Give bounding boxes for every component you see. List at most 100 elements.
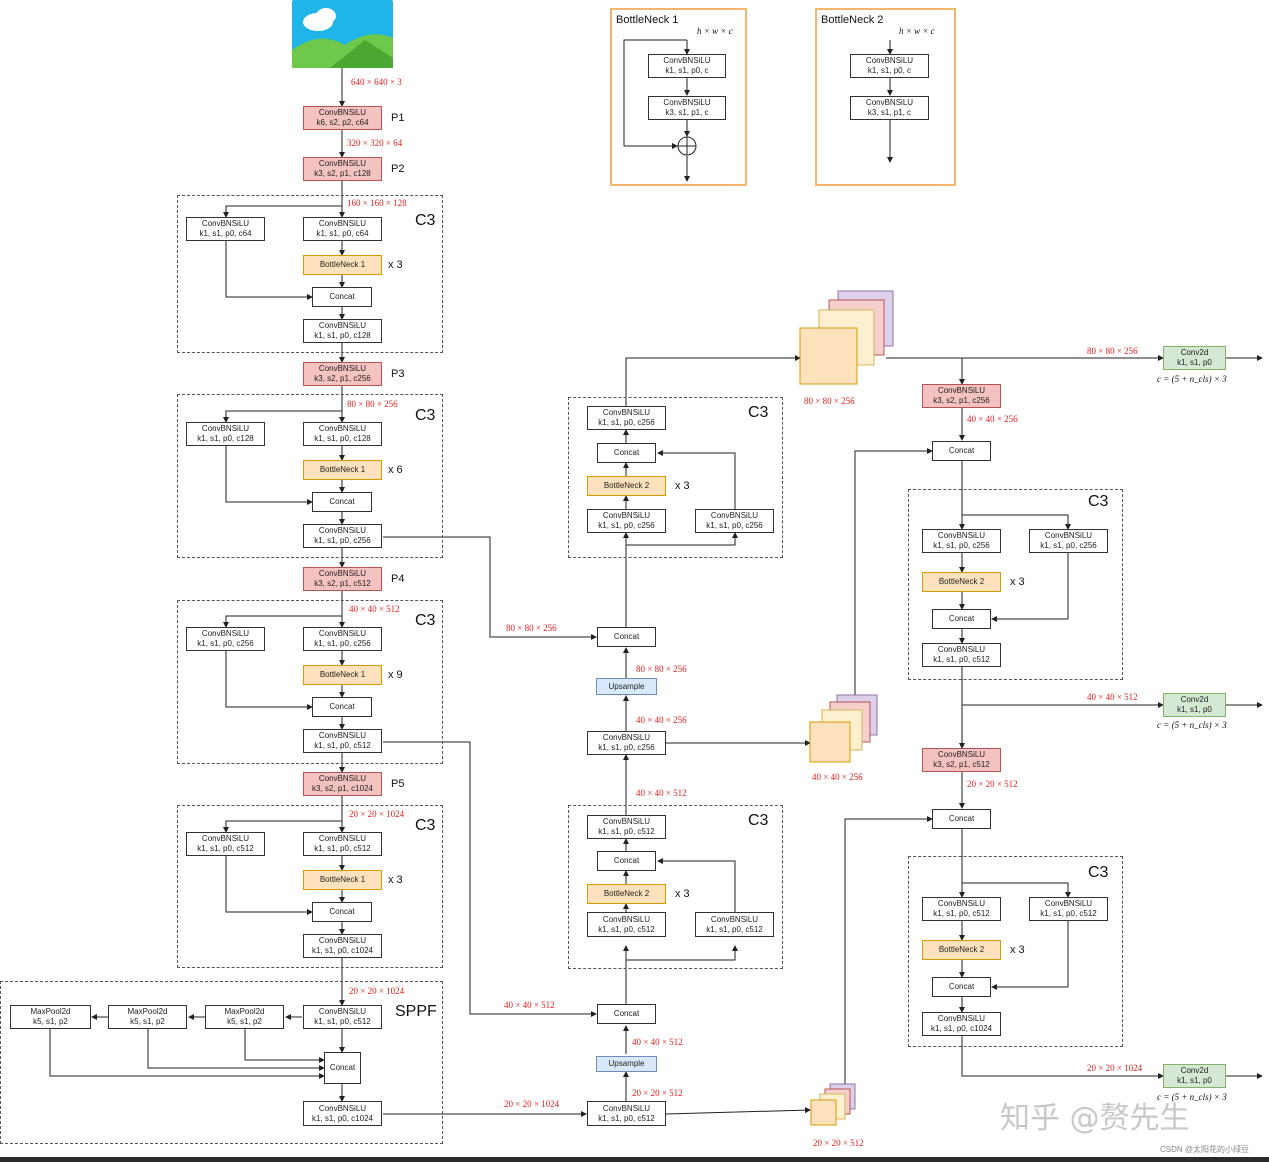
c3-group-2 bbox=[177, 394, 443, 558]
head3-formula: c = (5 + n_cls) × 3 bbox=[1157, 1092, 1227, 1102]
c3-group-3 bbox=[177, 600, 443, 764]
c3-group-neck-1 bbox=[568, 397, 783, 558]
block-r8-cat: Concat bbox=[932, 977, 991, 997]
watermark: 知乎 @赘先生 bbox=[1000, 1101, 1190, 1136]
block-params: k1, s1, p0, c bbox=[867, 66, 912, 75]
dim-160: 160 × 160 × 128 bbox=[347, 198, 407, 208]
block-title: BottleNeck 2 bbox=[938, 577, 985, 586]
block-r8-bn: BottleNeck 2 bbox=[922, 940, 1001, 960]
label-p2: P2 bbox=[391, 163, 405, 175]
c3-group-pan-1 bbox=[908, 489, 1123, 680]
dim-20-sppf: 20 × 20 × 1024 bbox=[349, 986, 405, 996]
block-params: k1, s1, p0, c256 bbox=[197, 639, 254, 648]
block-title: Upsample bbox=[608, 1059, 645, 1068]
c3-group-pan-2 bbox=[908, 856, 1123, 1047]
block-params: k3, s2, p1, c256 bbox=[314, 374, 371, 383]
block-r7-cat: Concat bbox=[932, 609, 991, 629]
label-c3-3: C3 bbox=[415, 612, 436, 629]
block-params: k3, s1, p1, c bbox=[867, 108, 912, 117]
block-title: Concat bbox=[329, 702, 355, 711]
block-c31-cat: Concat bbox=[312, 287, 372, 307]
bottleneck2-title: BottleNeck 2 bbox=[821, 14, 884, 26]
block-title: Concat bbox=[948, 446, 975, 455]
dim-neck-20-1024: 20 × 20 × 1024 bbox=[504, 1099, 560, 1109]
block-title: BottleNeck 1 bbox=[319, 875, 366, 884]
block-params: k1, s1, p0, c512 bbox=[933, 655, 990, 664]
dim-featuremap-40: 40 × 40 × 256 bbox=[812, 772, 863, 782]
block-sp-cat: Concat bbox=[324, 1052, 361, 1084]
dim-neck-40-512-a: 40 × 40 × 512 bbox=[632, 1037, 683, 1047]
block-title: ConvBNSiLU bbox=[710, 914, 759, 924]
block-title: MaxPool2d bbox=[224, 1007, 265, 1016]
dim-right-40-256: 40 × 40 × 256 bbox=[967, 414, 1018, 424]
label-c3-2: C3 bbox=[415, 407, 436, 424]
dim-featuremap-80: 80 × 80 × 256 bbox=[804, 396, 855, 406]
block-params: k6, s2, p2, c64 bbox=[316, 118, 369, 127]
block-title: Concat bbox=[329, 497, 355, 506]
block-params: k1, s1, p0 bbox=[1177, 705, 1212, 714]
dim-80: 80 × 80 × 256 bbox=[347, 399, 398, 409]
block-r-cat2: Concat bbox=[932, 809, 991, 829]
block-params: k1, s1, p0, c128 bbox=[197, 434, 254, 443]
block-title: ConvBNSiLU bbox=[318, 108, 367, 117]
block-n-cat2: Concat bbox=[597, 627, 656, 647]
block-title: ConvBNSiLU bbox=[318, 936, 367, 945]
block-title: ConvBNSiLU bbox=[602, 817, 651, 826]
head1-formula: c = (5 + n_cls) × 3 bbox=[1157, 374, 1227, 384]
label-repeat-6: x 3 bbox=[675, 888, 690, 900]
sppf-group bbox=[0, 981, 443, 1144]
block-title: ConvBNSiLU bbox=[937, 750, 986, 759]
block-title: Conv2d bbox=[1180, 695, 1209, 704]
block-title: ConvBNSiLU bbox=[937, 386, 986, 395]
block-params: k5, s1, p2 bbox=[130, 1017, 165, 1026]
block-title: Concat bbox=[613, 856, 640, 865]
block-title: Concat bbox=[613, 448, 640, 457]
dim-320: 320 × 320 × 64 bbox=[347, 138, 403, 148]
block-params: k1, s1, p0, c256 bbox=[1040, 541, 1097, 550]
block-c34-cat: Concat bbox=[312, 902, 372, 922]
bottleneck1-title: BottleNeck 1 bbox=[616, 14, 679, 26]
label-p4: P4 bbox=[391, 573, 405, 585]
label-repeat-5: x 3 bbox=[675, 480, 690, 492]
feature-map-20 bbox=[810, 1083, 856, 1126]
block-params: k1, s1, p0, c512 bbox=[314, 844, 371, 853]
head2-formula: c = (5 + n_cls) × 3 bbox=[1157, 720, 1227, 730]
c3-group-4 bbox=[177, 805, 443, 968]
dim-right-40-512: 40 × 40 × 512 bbox=[1087, 692, 1138, 702]
label-repeat-7: x 3 bbox=[1010, 576, 1025, 588]
block-title: Concat bbox=[948, 982, 975, 991]
block-title: ConvBNSiLU bbox=[937, 531, 986, 540]
block-params: k3, s2, p1, c1024 bbox=[312, 784, 373, 793]
block-title: ConvBNSiLU bbox=[318, 731, 367, 740]
block-title: ConvBNSiLU bbox=[602, 408, 651, 417]
block-title: ConvBNSiLU bbox=[318, 159, 367, 168]
label-c3-pan-1: C3 bbox=[1088, 493, 1109, 510]
block-params: k1, s1, p0, c256 bbox=[314, 639, 371, 648]
block-title: ConvBNSiLU bbox=[318, 834, 367, 843]
block-params: k1, s1, p0 bbox=[1177, 358, 1212, 367]
block-params: k1, s1, p0 bbox=[1177, 1076, 1212, 1085]
block-title: ConvBNSiLU bbox=[937, 1014, 986, 1023]
